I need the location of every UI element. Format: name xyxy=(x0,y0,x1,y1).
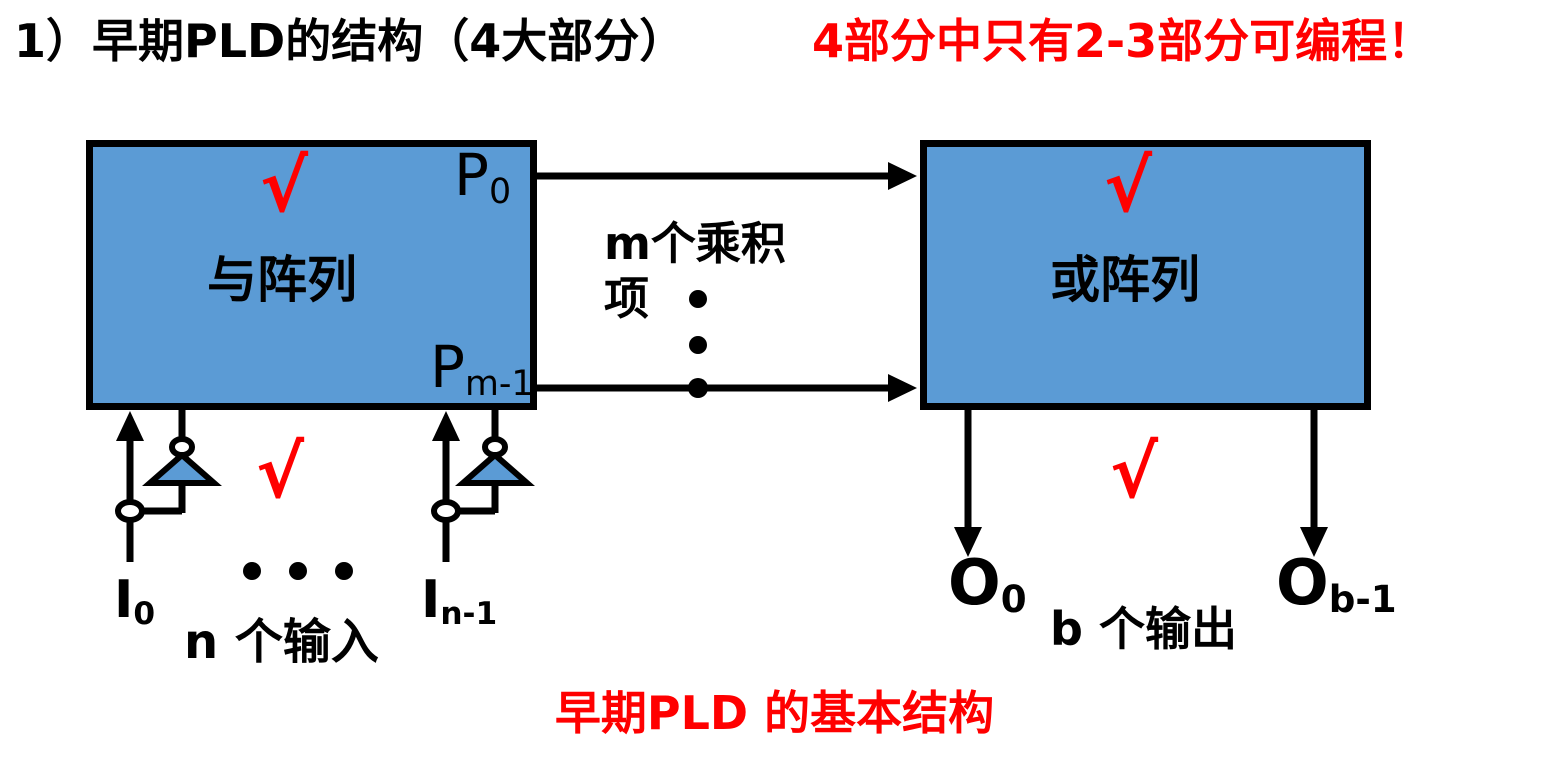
inputs-count-label: n 个输入 xyxy=(184,614,379,670)
buffer-triangle-icon xyxy=(142,451,222,486)
checkmark-input-buffers: √ xyxy=(256,430,305,514)
page-title: 1）早期PLD的结构（4大部分） xyxy=(14,14,686,68)
product-terms-label: m个乘积项 xyxy=(604,217,786,325)
checkmark-or-array: √ xyxy=(1104,144,1153,228)
arrow-o0 xyxy=(954,408,982,557)
input-i0-wire xyxy=(115,408,222,562)
signal-in1-base: I xyxy=(421,570,441,630)
inputs-ellipsis-icon xyxy=(243,562,353,580)
signal-ob1: Ob-1 xyxy=(1276,552,1397,618)
signal-pm1-sub: m-1 xyxy=(464,363,534,404)
buffer-triangle-icon xyxy=(455,451,535,486)
wire-node-icon xyxy=(115,499,145,523)
signal-pm1: Pm-1 xyxy=(430,338,534,401)
figure-caption: 早期PLD 的基本结构 xyxy=(554,686,995,740)
arrow-pm1 xyxy=(537,374,917,402)
arrow-ob1 xyxy=(1300,408,1328,557)
signal-in1-sub: n-1 xyxy=(440,595,498,632)
signal-ob1-sub: b-1 xyxy=(1328,577,1397,622)
and-array-label: 与阵列 xyxy=(207,251,357,309)
signal-o0: O0 xyxy=(948,552,1027,618)
signal-i0: I0 xyxy=(114,574,155,629)
signal-p0: P0 xyxy=(454,146,511,209)
wire-node-icon xyxy=(431,499,461,523)
signal-p0-base: P xyxy=(454,141,489,209)
outputs-count-label: b 个输出 xyxy=(1050,602,1237,656)
signal-pm1-base: P xyxy=(430,333,465,401)
signal-o0-base: O xyxy=(948,546,1001,619)
or-array-label: 或阵列 xyxy=(1050,251,1200,309)
signal-i0-sub: 0 xyxy=(133,595,156,632)
input-in1-wire xyxy=(431,408,535,562)
signal-i0-base: I xyxy=(114,570,134,630)
inverter-bubble-icon xyxy=(169,436,195,458)
signal-ob1-base: O xyxy=(1276,546,1329,619)
arrow-p0 xyxy=(537,162,917,190)
page-title-note: 4部分中只有2-3部分可编程！ xyxy=(812,14,1434,68)
signal-p0-sub: 0 xyxy=(488,171,512,212)
product-terms-ellipsis-icon xyxy=(688,290,708,398)
checkmark-outputs: √ xyxy=(1110,430,1159,514)
checkmark-and-array: √ xyxy=(260,144,309,228)
or-array-box xyxy=(920,140,1371,410)
inverter-bubble-icon xyxy=(482,436,508,458)
and-array-box xyxy=(86,140,537,410)
signal-o0-sub: 0 xyxy=(1000,577,1027,622)
signal-in1: In-1 xyxy=(421,574,497,629)
